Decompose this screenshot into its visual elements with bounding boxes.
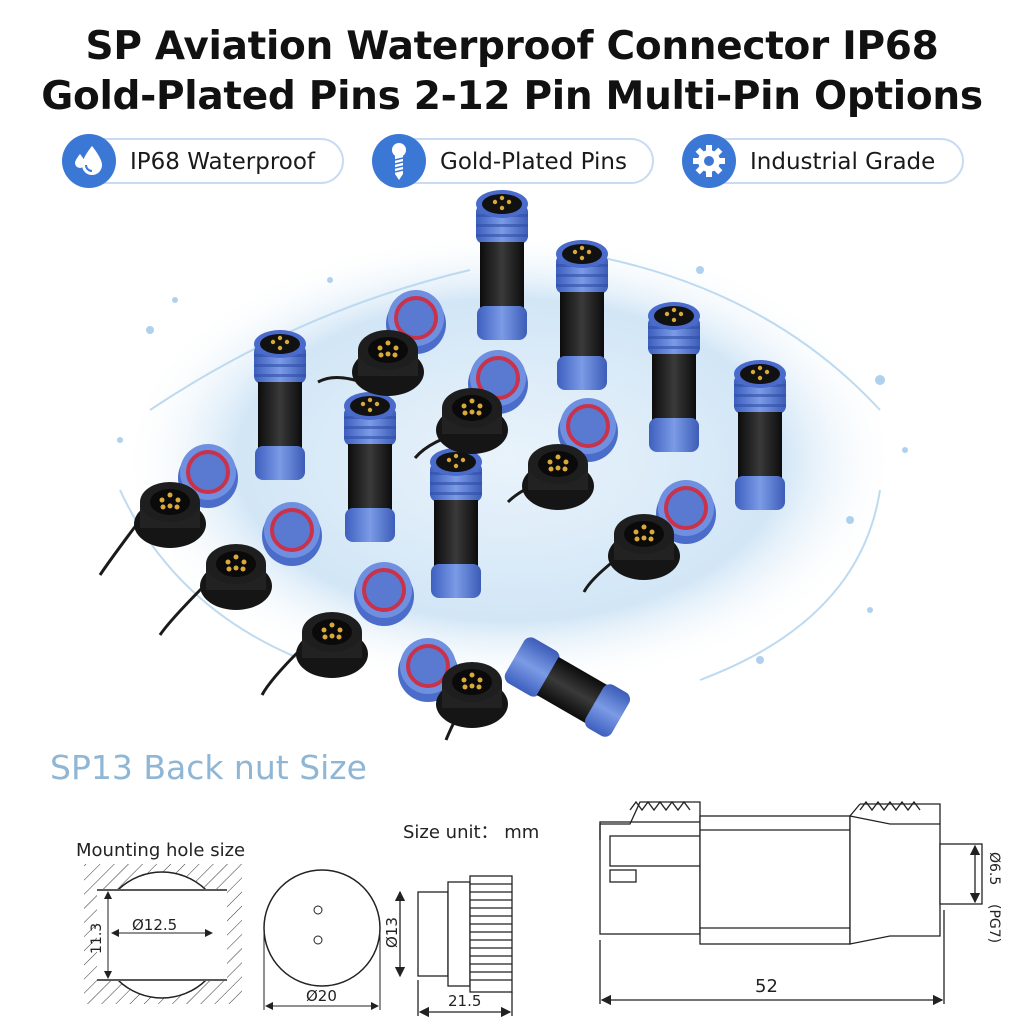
badge-label: Gold-Plated Pins [440,149,627,175]
side-view-drawing [394,875,513,1018]
screw-pin-icon [372,134,426,188]
total-length-dim: 52 [755,976,778,997]
cable-diameter-dim: Ø6.5 [986,852,1002,885]
side-diameter-dim: Ø13 [383,917,401,948]
badge-label: IP68 Waterproof [130,149,316,175]
cable-gland-dim: (PG7) [986,904,1002,943]
technical-drawings: Ø12.5 11.3 Ø20 Ø13 21.5 [84,800,1002,1018]
face-diameter-dim: Ø20 [306,987,337,1005]
full-length-drawing [599,800,983,1006]
badge-ip68-waterproof: IP68 Waterproof [62,134,344,188]
size-unit-label: Size unit： mm [403,822,540,843]
page-title: SP Aviation Waterproof Connector IP68 Go… [0,22,1024,122]
front-face-drawing: Ø20 [263,869,381,1010]
badge-industrial-grade: Industrial Grade [682,134,964,188]
title-line-2: Gold-Plated Pins 2-12 Pin Multi-Pin Opti… [41,74,983,119]
hole-diameter-dim: Ø12.5 [132,916,177,934]
badge-label: Industrial Grade [750,149,936,175]
mounting-hole-label: Mounting hole size [76,840,246,861]
badge-gold-plated-pins: Gold-Plated Pins [372,134,654,188]
title-line-1: SP Aviation Waterproof Connector IP68 [85,24,939,69]
mounting-hole-drawing: Ø12.5 11.3 [84,864,242,1004]
section-title: SP13 Back nut Size [50,748,367,787]
side-length-dim: 21.5 [448,992,481,1010]
hole-flat-dim: 11.3 [89,923,105,954]
gear-icon [682,134,736,188]
water-drops-icon [62,134,116,188]
connector-product-photo [98,190,908,741]
